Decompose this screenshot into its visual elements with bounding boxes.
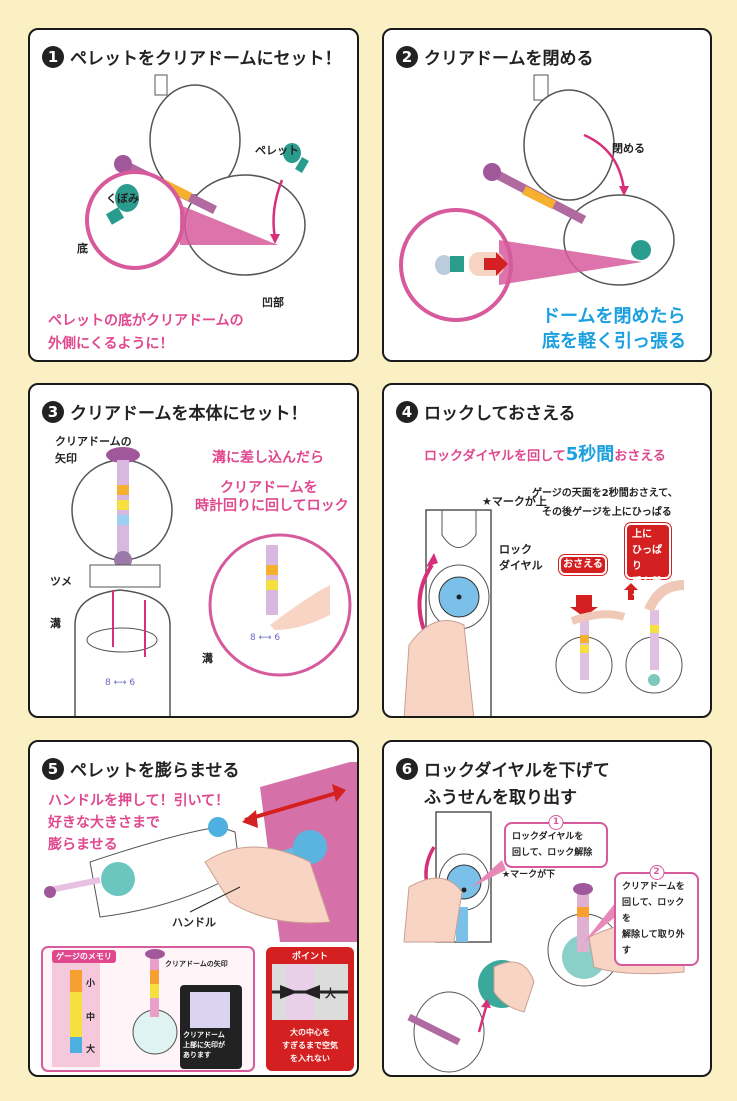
lock-dial-label-line-2: ダイヤル bbox=[499, 559, 543, 572]
pellet-label: ペレット bbox=[255, 144, 299, 157]
svg-text:8 ⟷ 6: 8 ⟷ 6 bbox=[105, 678, 135, 688]
gauge-note-line-2: その後ゲージを上にひっぱる bbox=[542, 507, 672, 518]
inset-note: クリアドーム上部に矢印があります bbox=[183, 1030, 225, 1060]
svg-text:8 ⟷ 6: 8 ⟷ 6 bbox=[250, 633, 280, 643]
gauge-scale-title: ゲージのメモリ bbox=[52, 950, 116, 963]
step-title-text: ロックしておさえる bbox=[424, 404, 576, 424]
step-6-title: 6 ロックダイヤルを下げてふうせんを取り出す bbox=[396, 756, 610, 808]
step-title-line-1: 6 ロックダイヤルを下げて bbox=[396, 756, 610, 781]
caption-line-3: 膨らませる bbox=[48, 837, 118, 853]
step-number-badge: 6 bbox=[396, 757, 418, 780]
step-1-panel: 1 ペレットをクリアドームにセット！ ペレット くぼみ 底 凹部 ペレットの底がク… bbox=[28, 28, 359, 362]
step-2-illustration bbox=[399, 74, 675, 322]
claw-label: ツメ bbox=[50, 575, 72, 588]
close-label: 閉める bbox=[612, 142, 645, 155]
caption-line-1: 溝に差し込んだら bbox=[212, 450, 324, 466]
caption-line-1: ハンドルを押して！引いて！ bbox=[48, 793, 230, 809]
step-title-text: ロックダイヤルを下げて bbox=[424, 761, 610, 781]
headline-emphasis: 5秒間 bbox=[565, 444, 615, 465]
headline-after: おさえる bbox=[614, 449, 666, 464]
callout-2-line-1: クリアドームを bbox=[622, 882, 685, 892]
gauge-small-label: 小 bbox=[86, 979, 96, 989]
step-5-illustration bbox=[41, 762, 357, 1072]
bottom-label: 底 bbox=[77, 242, 88, 255]
headline-before: ロックダイヤルを回して bbox=[424, 449, 566, 464]
callout-1-line-1: ロックダイヤルを bbox=[512, 832, 584, 842]
step-5-panel: 5 ペレットを膨らませる ハンドルを押して！引いて！ 好きな大きさまで 膨らませる… bbox=[28, 740, 359, 1077]
dome-arrow-label: クリアドームの矢印 bbox=[165, 960, 228, 968]
callout-number: 1 bbox=[548, 815, 564, 830]
caption-line-2: クリアドームを bbox=[220, 480, 318, 496]
point-note-line-1: 大の中心を bbox=[290, 1028, 330, 1037]
step-5-title: 5 ペレットを膨らませる bbox=[42, 756, 240, 781]
dome-arrow-label-line-2: 矢印 bbox=[55, 452, 77, 465]
inset-note-line-3: あります bbox=[183, 1051, 211, 1059]
caption-line-3: 時計回りに回してロック bbox=[195, 498, 349, 514]
step-title-text: ペレットをクリアドームにセット！ bbox=[70, 49, 342, 69]
caption-line-2: 外側にくるように！ bbox=[48, 336, 174, 352]
step-3-title: 3 クリアドームを本体にセット！ bbox=[42, 399, 308, 424]
caption-line-1: ペレットの底がクリアドームの bbox=[48, 313, 244, 329]
gauge-note-line-1: ゲージの天面を2秒間おさえて、 bbox=[532, 488, 678, 499]
pull-line-1: 上に bbox=[632, 529, 652, 540]
step-title-text: ペレットを膨らませる bbox=[70, 761, 240, 781]
step-title-text: クリアドームを閉める bbox=[424, 49, 594, 69]
groove-label-2: 溝 bbox=[202, 652, 213, 665]
point-note: 大の中心をすぎるまで空気を入れない bbox=[266, 1026, 354, 1065]
point-note-line-2: すぎるまで空気 bbox=[282, 1041, 338, 1050]
step-6-panel: 6 ロックダイヤルを下げてふうせんを取り出す 1 ロックダイヤルを回して、ロック解除… bbox=[382, 740, 712, 1077]
callout-number: 2 bbox=[649, 865, 664, 880]
step-4-illustration bbox=[403, 509, 685, 716]
caption-line-1: ドームを閉めたら bbox=[542, 306, 686, 327]
pull-release-label: 上にひっぱり手を離す bbox=[625, 523, 671, 604]
hollow-label: くぼみ bbox=[106, 192, 139, 205]
step-number-badge: 3 bbox=[42, 400, 64, 423]
star-down-label: ★マークが下 bbox=[502, 870, 556, 880]
lock-dial-label-line-1: ロック bbox=[499, 543, 532, 556]
inset-note-line-2: 上部に矢印が bbox=[183, 1041, 225, 1049]
pull-line-3: 手を離す bbox=[632, 577, 662, 604]
callout-1: 1 ロックダイヤルを回して、ロック解除 bbox=[504, 815, 608, 868]
inset-note-line-1: クリアドーム bbox=[183, 1031, 225, 1039]
step-number-badge: 2 bbox=[396, 45, 418, 68]
step-3-illustration: 8 ⟷ 6 8 ⟷ 6 bbox=[71, 447, 352, 716]
step-title-text-line-2: ふうせんを取り出す bbox=[424, 788, 577, 808]
star-up-label: ★マークが上 bbox=[482, 495, 547, 508]
step-3-panel: 8 ⟷ 6 8 ⟷ 6 3 クリアドームを本体にセット！ クリアドームの 矢印 ツ… bbox=[28, 383, 359, 718]
groove-label: 溝 bbox=[50, 617, 61, 630]
step-1-title: 1 ペレットをクリアドームにセット！ bbox=[42, 44, 342, 69]
gauge-medium-label: 中 bbox=[86, 1013, 96, 1023]
step-number-badge: 4 bbox=[396, 400, 418, 423]
caption-line-2: 好きな大きさまで bbox=[48, 815, 160, 831]
press-label: おさえる bbox=[559, 555, 607, 575]
step-1-illustration bbox=[85, 74, 309, 276]
point-title: ポイント bbox=[291, 952, 328, 962]
dome-arrow-label-line-1: クリアドームの bbox=[55, 435, 132, 448]
headline: ロックダイヤルを回して5秒間おさえる bbox=[424, 440, 666, 466]
handle-label: ハンドル bbox=[172, 916, 216, 929]
step-2-title: 2 クリアドームを閉める bbox=[396, 44, 594, 69]
step-title-text: クリアドームを本体にセット！ bbox=[70, 404, 308, 424]
callout-2: 2 クリアドームを回して、ロックを解除して取り外す bbox=[614, 865, 699, 966]
point-note-line-3: を入れない bbox=[290, 1054, 330, 1063]
callout-2-line-2: 回して、ロックを bbox=[622, 898, 685, 924]
callout-1-line-2: 回して、ロック解除 bbox=[512, 848, 593, 858]
point-large-label: 大 bbox=[325, 987, 336, 1000]
callout-2-line-3: 解除して取り外す bbox=[622, 930, 685, 956]
step-number-badge: 5 bbox=[42, 757, 64, 780]
pull-line-2: ひっぱり bbox=[632, 545, 662, 572]
step-2-panel: 2 クリアドームを閉める 閉める ドームを閉めたら 底を軽く引っ張る bbox=[382, 28, 712, 362]
recess-label: 凹部 bbox=[262, 296, 284, 309]
step-number-badge: 1 bbox=[42, 45, 64, 68]
step-4-title: 4 ロックしておさえる bbox=[396, 399, 575, 424]
gauge-large-label: 大 bbox=[86, 1045, 96, 1055]
caption-line-2: 底を軽く引っ張る bbox=[542, 331, 686, 352]
